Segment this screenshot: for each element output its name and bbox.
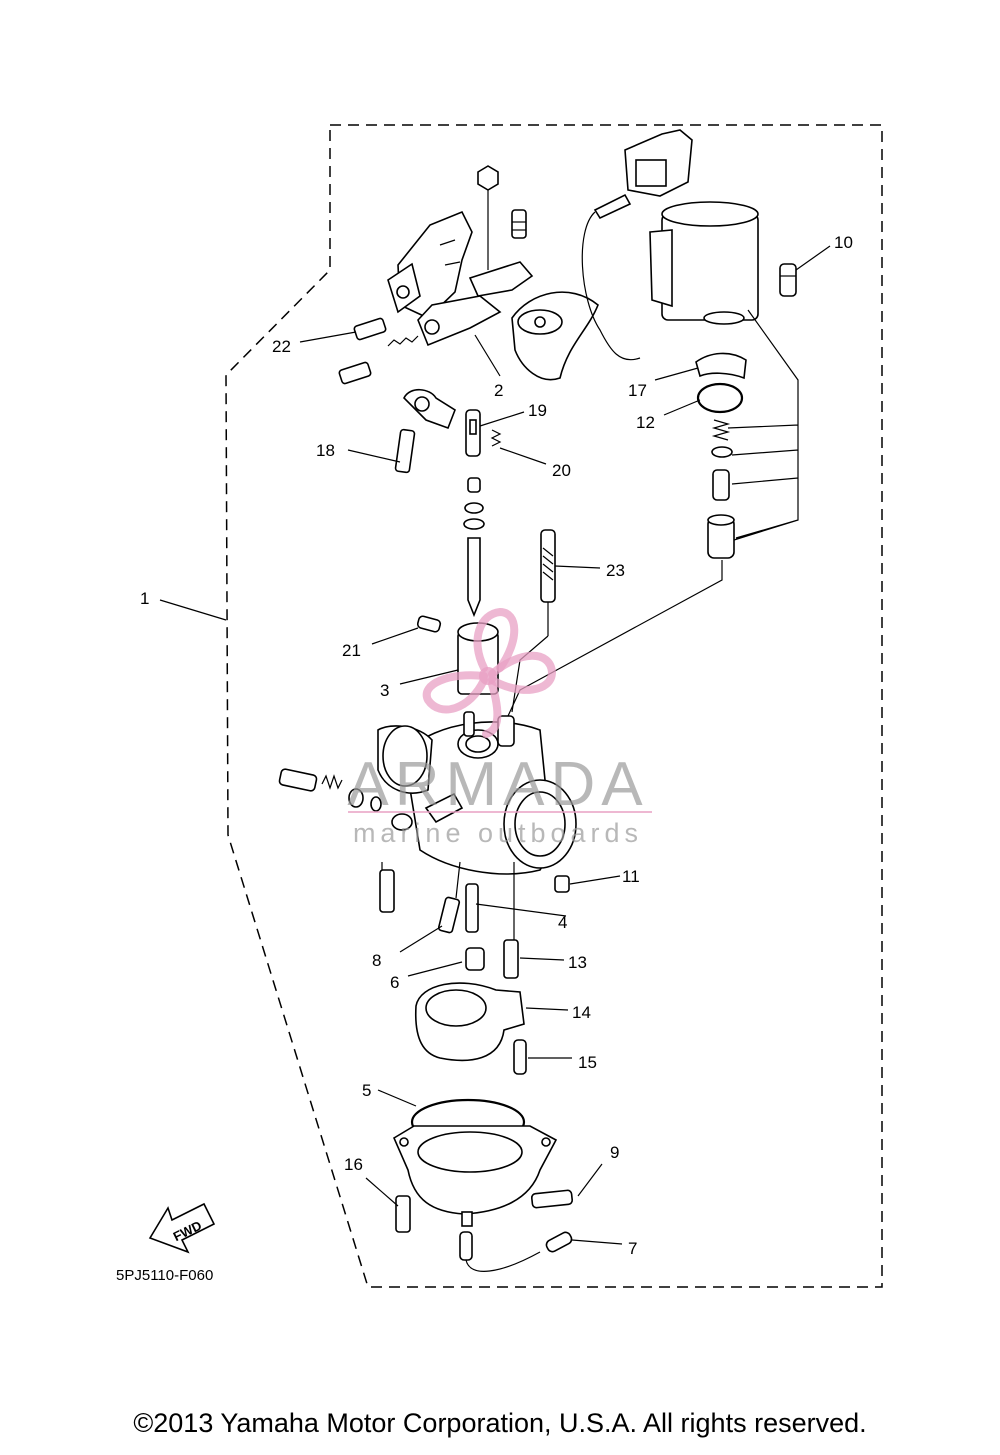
idle-screw-assembly <box>278 768 382 812</box>
o-ring-12 <box>696 382 744 414</box>
callout-10: 10 <box>834 233 853 252</box>
needle-assembly <box>463 477 485 618</box>
clip-17 <box>695 352 747 380</box>
callout-14: 14 <box>572 1003 591 1022</box>
watermark-logo-icon <box>422 607 557 738</box>
callout-11: 11 <box>622 867 640 886</box>
diagram-code: 5PJ5110-F060 <box>116 1267 213 1284</box>
callout-1: 1 <box>140 589 149 608</box>
callout-6: 6 <box>390 973 399 992</box>
callout-13: 13 <box>568 953 587 972</box>
float-pin-15 <box>513 1039 527 1075</box>
callout-16: 16 <box>344 1155 363 1174</box>
copyright-notice: ©2013 Yamaha Motor Corporation, U.S.A. A… <box>133 1408 867 1438</box>
pin-21 <box>416 615 442 633</box>
starter-solenoid <box>581 129 759 361</box>
fwd-arrow-icon: FWD <box>148 1202 216 1254</box>
bracket-lines <box>727 309 799 541</box>
callout-22: 22 <box>272 337 291 356</box>
callout-12: 12 <box>636 413 655 432</box>
callout-2: 2 <box>494 381 503 400</box>
jet-rod-23 <box>540 529 556 603</box>
watermark-title: ARMADA <box>347 750 648 819</box>
jet-parts <box>379 869 570 979</box>
callout-21: 21 <box>342 641 361 660</box>
callout-19: 19 <box>528 401 547 420</box>
screw-22 <box>338 317 419 385</box>
callout-18: 18 <box>316 441 335 460</box>
callout-4: 4 <box>558 913 567 932</box>
throttle-link-18-19 <box>394 388 502 474</box>
watermark: ARMADA marine outboards <box>347 607 652 848</box>
carburetor-body <box>377 711 577 875</box>
throttle-lever-assembly <box>387 210 502 347</box>
callout-8: 8 <box>372 951 381 970</box>
plunger-stack <box>707 419 735 559</box>
float <box>414 982 525 1062</box>
callout-7: 7 <box>628 1239 637 1258</box>
screw-upper <box>511 209 527 239</box>
watermark-subtitle: marine outboards <box>353 818 643 848</box>
callout-labels: 1 2 3 4 5 6 7 8 9 10 11 12 13 14 15 16 1… <box>140 233 853 1258</box>
callout-20: 20 <box>552 461 571 480</box>
callout-3: 3 <box>380 681 389 700</box>
callout-9: 9 <box>610 1143 619 1162</box>
plate-bracket <box>468 261 534 297</box>
callout-5: 5 <box>362 1081 371 1100</box>
float-chamber <box>392 1098 558 1227</box>
small-parts-bottom <box>395 1189 574 1272</box>
callout-23: 23 <box>606 561 625 580</box>
assembly-boundary <box>225 124 883 1288</box>
throttle-cam <box>511 291 599 381</box>
callout-17: 17 <box>628 381 647 400</box>
screw-10 <box>779 263 797 297</box>
nut <box>477 165 499 270</box>
callout-15: 15 <box>578 1053 597 1072</box>
